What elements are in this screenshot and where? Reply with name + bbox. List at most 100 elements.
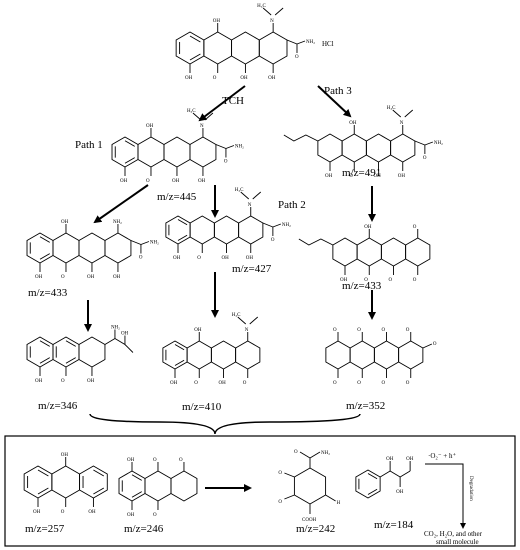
atom-label: OH bbox=[61, 220, 69, 225]
atom-label: O bbox=[153, 513, 157, 518]
atom-label: N bbox=[245, 328, 249, 333]
atom-label: O bbox=[61, 510, 65, 515]
mz-246-structure: OH O OH O O bbox=[118, 458, 198, 518]
atom-label: O bbox=[278, 500, 282, 505]
grouping-brace bbox=[89, 413, 361, 435]
atom-label: O bbox=[388, 278, 392, 283]
atom-label: OH bbox=[61, 453, 69, 458]
atom-label: O bbox=[357, 381, 361, 386]
atom-label: OH bbox=[35, 379, 43, 384]
atom-label: O bbox=[294, 450, 298, 455]
atom-label: OH bbox=[221, 256, 229, 261]
atom-label: O bbox=[213, 76, 217, 81]
mz-433-left-label: m/z=433 bbox=[28, 287, 68, 299]
atom-label: O bbox=[278, 471, 282, 476]
atom-label: NH₂ bbox=[113, 220, 122, 225]
atom-label: NH₂ bbox=[306, 40, 315, 45]
atom-label: OH bbox=[386, 457, 394, 462]
mz-184-label: m/z=184 bbox=[374, 519, 414, 531]
atom-label: OH bbox=[364, 225, 372, 230]
atom-label: O bbox=[61, 379, 65, 384]
mz-242-label: m/z=242 bbox=[296, 523, 335, 535]
atom-label: NH₂ bbox=[111, 326, 120, 331]
atom-label: OH bbox=[113, 275, 121, 280]
atom-label: O bbox=[243, 381, 247, 386]
atom-label: N bbox=[400, 121, 404, 126]
atom-label: OH bbox=[325, 174, 333, 179]
atom-label: OH bbox=[268, 76, 276, 81]
mz-352-label: m/z=352 bbox=[346, 400, 385, 412]
atom-label: OH bbox=[240, 76, 248, 81]
atom-label: O bbox=[364, 278, 368, 283]
atom-label: OH bbox=[349, 121, 357, 126]
atom-label: OH bbox=[398, 174, 406, 179]
atom-label: O bbox=[406, 328, 410, 333]
atom-label: OH bbox=[246, 256, 254, 261]
atom-label: H bbox=[337, 501, 341, 506]
atom-label: O bbox=[357, 328, 361, 333]
atom-label: O bbox=[381, 328, 385, 333]
atom-label: OH bbox=[406, 457, 414, 462]
atom-label: O bbox=[224, 160, 228, 165]
atom-label: OH bbox=[88, 510, 96, 515]
atom-label: H₃C bbox=[187, 109, 196, 114]
atom-label: O bbox=[139, 256, 143, 261]
atom-label: OH bbox=[172, 179, 180, 184]
atom-label: O bbox=[61, 275, 65, 280]
atom-label: H₃C bbox=[387, 106, 396, 111]
mz-257-label: m/z=257 bbox=[25, 523, 65, 535]
mz-410-label: m/z=410 bbox=[182, 401, 222, 413]
atom-label: NH₂ bbox=[235, 145, 244, 150]
mz-257-structure: OH O OH OH bbox=[23, 453, 108, 515]
atom-label: OH bbox=[170, 381, 178, 386]
atom-label: OH bbox=[127, 513, 135, 518]
mz-246-label: m/z=246 bbox=[124, 523, 164, 535]
oxidant-label: ·O₂⁻ + h⁺ bbox=[428, 452, 456, 460]
tch-label: TCH bbox=[222, 95, 244, 107]
atom-label: O bbox=[413, 225, 417, 230]
atom-label: NH₂ bbox=[282, 223, 291, 228]
path-3-label: Path 3 bbox=[324, 85, 352, 97]
atom-label: OH bbox=[127, 458, 135, 463]
atom-label: O bbox=[433, 342, 437, 347]
atom-label: O bbox=[406, 381, 410, 386]
mz-433-right-label: m/z=433 bbox=[342, 280, 382, 292]
atom-label: H₃C bbox=[232, 313, 241, 318]
atom-label: O bbox=[381, 381, 385, 386]
atom-label: OH bbox=[120, 179, 128, 184]
final-products-line2: small molecule bbox=[436, 538, 479, 546]
atom-label: O bbox=[295, 55, 299, 60]
degradation-label: Degradation bbox=[468, 476, 473, 501]
atom-label: O bbox=[333, 328, 337, 333]
arrow-445-to-433 bbox=[93, 184, 149, 224]
atom-label: O bbox=[333, 381, 337, 386]
final-products-line1: CO₂, H₂O, and other bbox=[424, 530, 483, 538]
atom-label: OH bbox=[213, 19, 221, 24]
atom-label: O bbox=[153, 458, 157, 463]
atom-label: NH₂ bbox=[321, 451, 330, 456]
atom-label: OH bbox=[340, 278, 348, 283]
arrow-degradation bbox=[425, 463, 466, 529]
atom-label: OH bbox=[121, 332, 129, 337]
atom-label: H₃C bbox=[235, 188, 244, 193]
atom-label: OH bbox=[33, 510, 41, 515]
atom-label: NH₂ bbox=[150, 241, 159, 246]
atom-label: O bbox=[179, 458, 183, 463]
mz-346-label: m/z=346 bbox=[38, 400, 78, 412]
atom-label: N bbox=[248, 203, 252, 208]
mz-445-label: m/z=445 bbox=[157, 191, 197, 203]
atom-label: O bbox=[146, 179, 150, 184]
atom-label: N bbox=[270, 19, 274, 24]
atom-label: O bbox=[349, 174, 353, 179]
atom-label: O bbox=[423, 156, 427, 161]
